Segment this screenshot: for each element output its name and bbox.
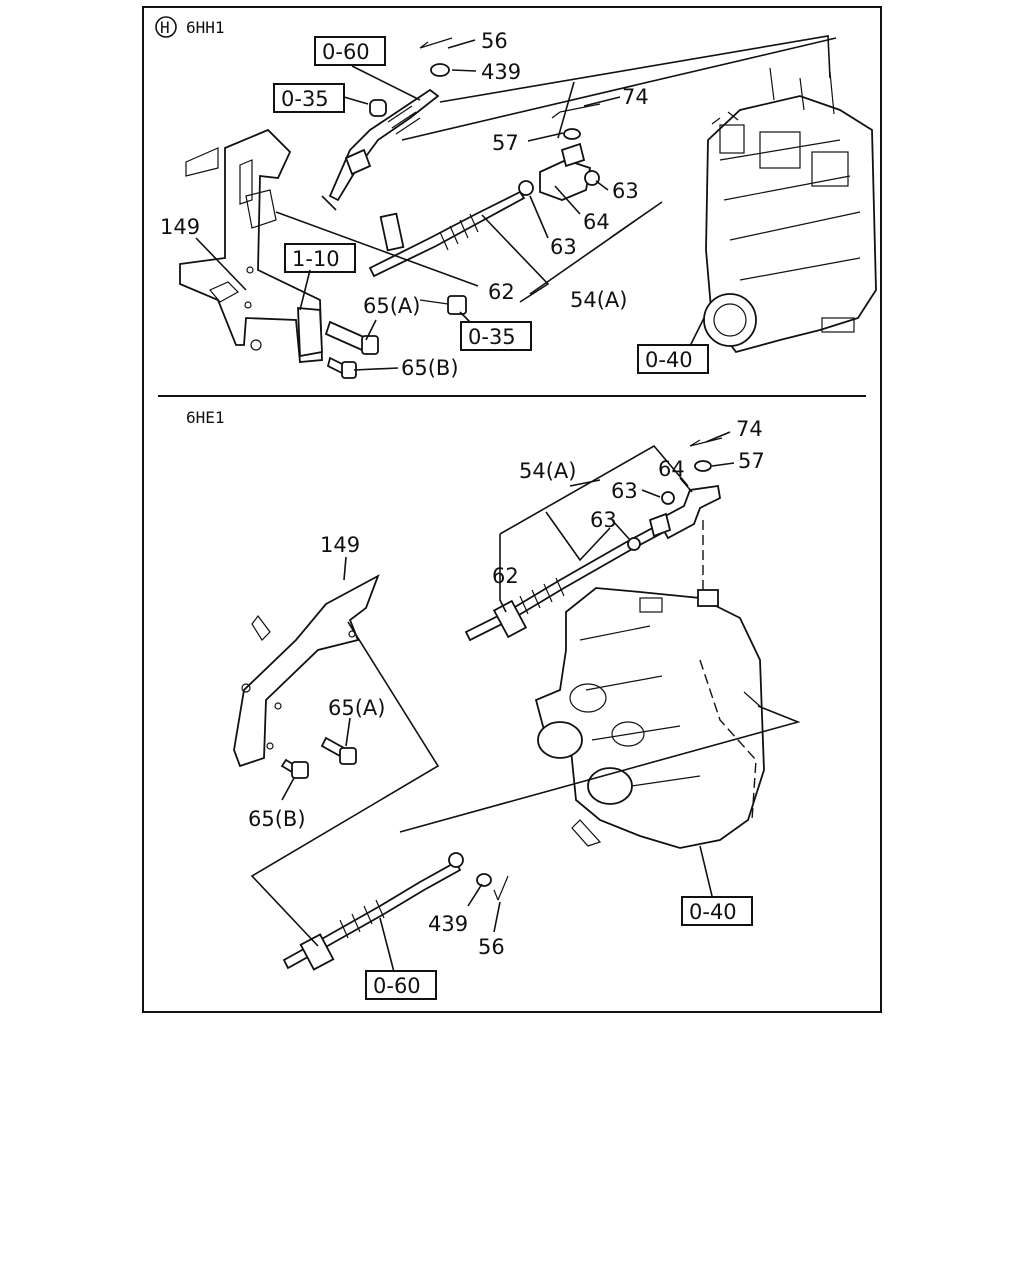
label-74-top: 74 — [622, 85, 649, 109]
label-62-bottom: 62 — [492, 564, 519, 588]
washer-439-bottom — [476, 873, 492, 887]
label-65b-top: 65(B) — [401, 356, 459, 380]
injection-pump-top — [703, 67, 877, 354]
section-marker-circle — [155, 16, 177, 38]
ref-box-0-60-top — [314, 36, 386, 66]
section-6he1: 6HE1 — [186, 408, 801, 1000]
section-title-6hh1: 6HH1 — [186, 18, 225, 37]
ref-0-40-top: 0-40 — [645, 348, 693, 372]
ref-0-35-upper: 0-35 — [281, 87, 329, 111]
bolt-0-35-lower — [419, 295, 467, 315]
ref-box-0-35-upper — [273, 83, 345, 113]
label-63a-bottom: 63 — [611, 479, 638, 503]
label-56-top: 56 — [481, 29, 508, 53]
ref-0-60-top: 0-60 — [322, 40, 370, 64]
label-63b-top: 63 — [550, 235, 577, 259]
label-65a-top: 65(A) — [363, 294, 420, 318]
label-56-bottom: 56 — [478, 935, 505, 959]
label-65a-bottom: 65(A) — [328, 696, 385, 720]
ref-0-60-bottom: 0-60 — [373, 974, 421, 998]
leader-lines-bottom — [250, 431, 801, 973]
clip-56-bottom — [493, 875, 509, 901]
section-marker: H — [160, 18, 170, 37]
label-64-top: 64 — [583, 210, 610, 234]
bracket-149-top — [179, 128, 323, 363]
label-54a-top: 54(A) — [570, 288, 627, 312]
label-149-top: 149 — [160, 215, 200, 239]
cable-upper-top — [328, 88, 440, 202]
cable-lower-bottom — [282, 852, 464, 971]
bolt-65a-bottom — [320, 736, 357, 765]
label-439-bottom: 439 — [428, 912, 468, 936]
bolt-65b-top — [326, 356, 357, 379]
ref-box-0-60-bottom — [365, 970, 437, 1000]
label-65b-bottom: 65(B) — [248, 807, 306, 831]
label-57-bottom: 57 — [738, 449, 765, 473]
bracket-64-top — [539, 103, 601, 201]
label-149-bottom: 149 — [320, 533, 360, 557]
ref-0-35-lower: 0-35 — [468, 325, 516, 349]
label-54a-bottom: 54(A) — [519, 459, 576, 483]
cable-main-top — [368, 180, 534, 278]
label-57-top: 57 — [492, 131, 519, 155]
washer-439-top — [430, 63, 450, 77]
section-6hh1: H 6HH1 — [155, 16, 877, 380]
plate-1-10 — [297, 307, 323, 358]
diagram-frame — [142, 6, 882, 1013]
label-63b-bottom: 63 — [590, 508, 617, 532]
injection-pump-bottom — [534, 587, 765, 849]
ref-1-10: 1-10 — [292, 247, 340, 271]
label-64-bottom: 64 — [658, 457, 685, 481]
leader-lines-top — [195, 35, 837, 371]
label-74-bottom: 74 — [736, 417, 763, 441]
ref-box-0-40-top — [637, 344, 709, 374]
section-title-6he1: 6HE1 — [186, 408, 225, 427]
bolt-65b-bottom — [280, 758, 309, 779]
label-439-top: 439 — [481, 60, 521, 84]
bolt-65a-top — [324, 320, 379, 355]
bracket-149-bottom — [233, 574, 380, 768]
label-63a-top: 63 — [612, 179, 639, 203]
bracket-64-bottom — [648, 437, 723, 596]
label-62-top: 62 — [488, 280, 515, 304]
ref-box-0-35-lower — [460, 321, 532, 351]
ref-box-0-40-bottom — [681, 896, 753, 926]
ref-box-1-10 — [284, 243, 356, 273]
clip-56-top — [419, 37, 453, 49]
ref-0-40-bottom: 0-40 — [689, 900, 737, 924]
